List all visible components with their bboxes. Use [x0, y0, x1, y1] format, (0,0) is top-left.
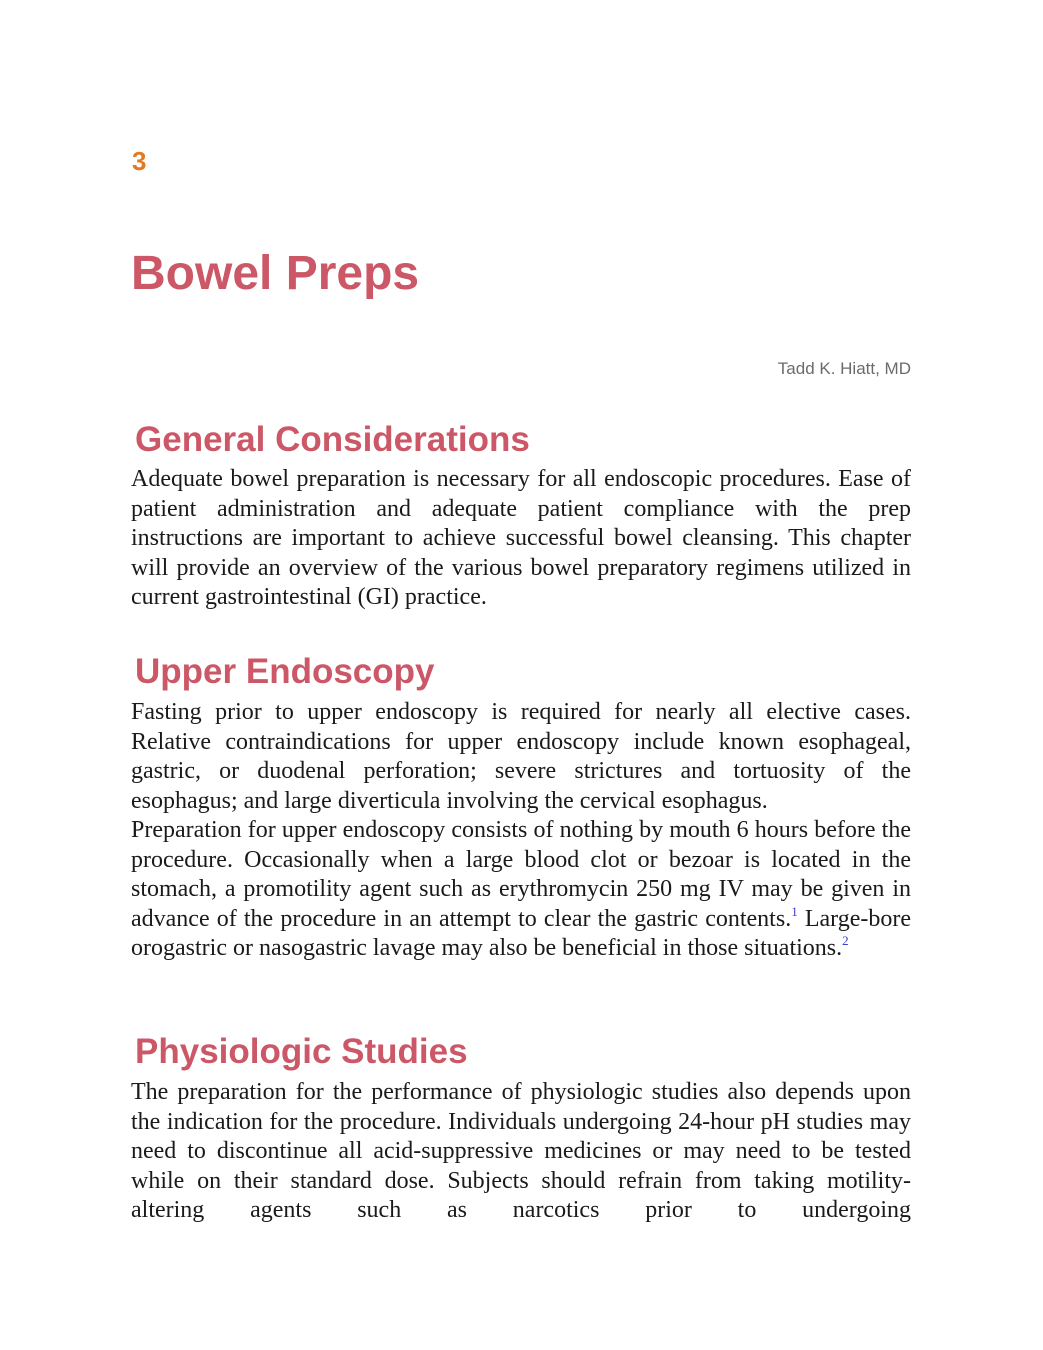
section-heading-general-considerations: General Considerations	[135, 420, 530, 459]
paragraph-text-segment: Large-bore orogastric or nasogastric lav…	[131, 905, 911, 962]
reference-link-2[interactable]: 2	[842, 933, 849, 948]
chapter-title: Bowel Preps	[131, 247, 420, 300]
chapter-number: 3	[132, 146, 147, 176]
section-heading-upper-endoscopy: Upper Endoscopy	[135, 652, 435, 691]
paragraph-general-considerations: Adequate bowel preparation is necessary …	[131, 466, 911, 610]
paragraph-text-segment: Preparation for upper endoscopy consists…	[131, 817, 911, 932]
author-byline: Tadd K. Hiatt, MD	[777, 359, 911, 378]
paragraph-upper-endoscopy-fasting: Fasting prior to upper endoscopy is requ…	[131, 699, 911, 814]
paragraph-upper-endoscopy-preparation: Preparation for upper endoscopy consists…	[131, 816, 911, 964]
reference-link-1[interactable]: 1	[791, 903, 798, 919]
section-heading-physiologic-studies: Physiologic Studies	[135, 1032, 468, 1071]
paragraph-physiologic-studies: The preparation for the performance of p…	[131, 1079, 911, 1223]
